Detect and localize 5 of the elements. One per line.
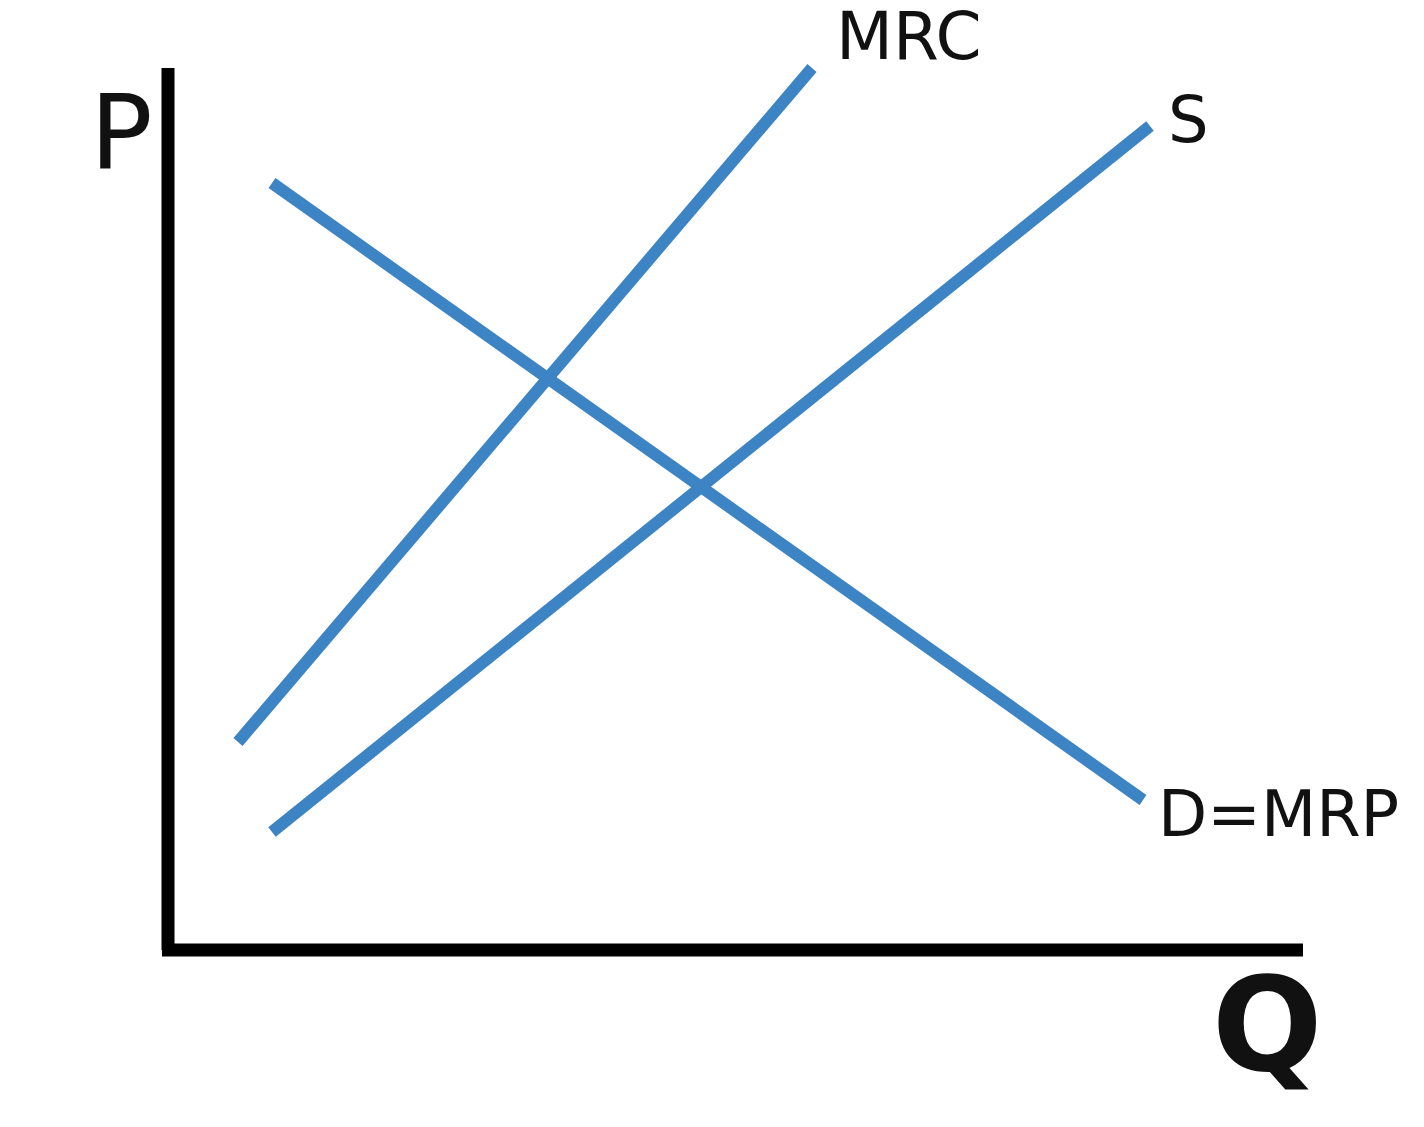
axis-label: Q <box>1212 960 1323 1090</box>
curve-label: D=MRP <box>1158 782 1400 846</box>
axis-label: P <box>90 80 153 184</box>
curve-label: MRC <box>836 4 982 70</box>
curve-label: S <box>1168 88 1209 152</box>
